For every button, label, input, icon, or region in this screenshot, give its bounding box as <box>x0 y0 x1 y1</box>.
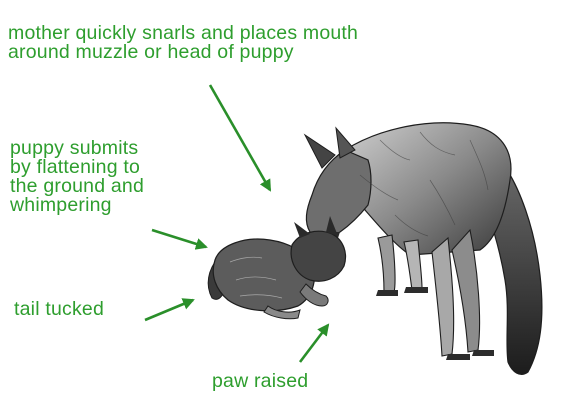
mother-annotation: mother quickly snarls and places mouth a… <box>8 24 358 62</box>
arrow-paw <box>300 325 328 362</box>
mother-head <box>306 150 371 237</box>
puppy-raised-paw <box>300 284 328 306</box>
puppy-annotation: puppy submits by flattening to the groun… <box>10 139 144 215</box>
paw-annotation: paw raised <box>212 372 308 391</box>
arrow-tail <box>145 300 193 320</box>
puppy-head <box>291 231 345 281</box>
arrow-mother <box>210 85 270 190</box>
arrow-puppy <box>152 230 206 247</box>
puppy <box>208 216 345 319</box>
tail-annotation: tail tucked <box>14 300 104 319</box>
mother-front-leg <box>378 235 395 292</box>
annotation-arrows <box>145 85 328 362</box>
